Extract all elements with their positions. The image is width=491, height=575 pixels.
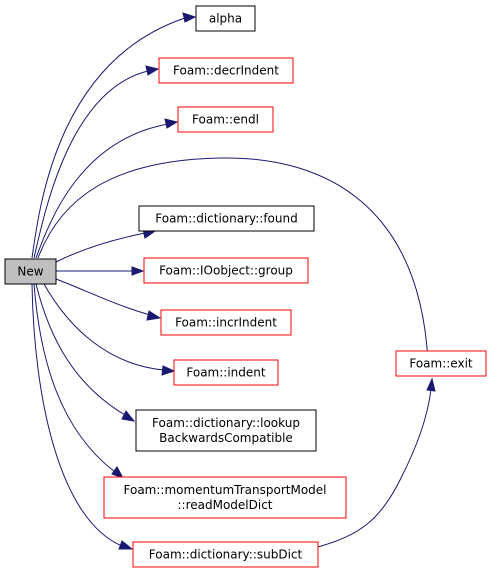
edge-new-to-decr-indent xyxy=(33,65,160,259)
node-decr-indent[interactable]: Foam::decrIndent xyxy=(158,57,294,84)
node-label-line-2: ::readModelDict xyxy=(177,498,272,512)
node-label-line-1: Foam::dictionary::lookup xyxy=(152,416,300,430)
edge-new-to-incr-indent xyxy=(55,278,162,321)
node-label: Foam::exit xyxy=(409,357,473,371)
node-label: New xyxy=(17,265,43,279)
edge-new-to-endl xyxy=(35,118,179,259)
node-label: Foam::dictionary::subDict xyxy=(149,548,303,562)
edge-new-to-alpha xyxy=(31,12,197,259)
node-incr-indent[interactable]: Foam::incrIndent xyxy=(160,309,292,336)
node-label: Foam::endl xyxy=(192,113,259,127)
edge-new-to-group xyxy=(56,266,145,276)
node-sub-dict[interactable]: Foam::dictionary::subDict xyxy=(132,541,319,568)
node-exit[interactable]: Foam::exit xyxy=(395,350,487,377)
edge-new-to-lookup xyxy=(35,283,136,422)
node-label: alpha xyxy=(209,12,242,26)
edge-new-to-read-model-dict xyxy=(33,283,125,479)
node-found[interactable]: Foam::dictionary::found xyxy=(138,205,315,232)
node-read-model-dict[interactable]: Foam::momentumTransportModel ::readModel… xyxy=(103,476,347,519)
node-label: Foam::indent xyxy=(186,366,265,380)
node-group[interactable]: Foam::IOobject::group xyxy=(143,257,309,284)
node-label: Foam::decrIndent xyxy=(173,64,279,78)
node-label-line-2: BackwardsCompatible xyxy=(159,431,293,445)
nodes: New alpha Foam::decrIndent Foam::endl Fo… xyxy=(4,5,487,568)
edge-new-to-indent xyxy=(43,283,176,376)
node-label-line-1: Foam::momentumTransportModel xyxy=(124,483,327,497)
node-label: Foam::IOobject::group xyxy=(159,264,293,278)
edge-new-to-found xyxy=(55,228,157,263)
edge-new-to-sub-dict xyxy=(31,283,134,550)
node-label: Foam::incrIndent xyxy=(175,316,277,330)
node-new[interactable]: New xyxy=(4,258,57,285)
node-lookup-backwards-compatible[interactable]: Foam::dictionary::lookup BackwardsCompat… xyxy=(135,409,317,452)
node-endl[interactable]: Foam::endl xyxy=(177,106,274,133)
edge-sub-dict-to-exit xyxy=(317,377,436,548)
node-indent[interactable]: Foam::indent xyxy=(173,359,279,386)
node-label: Foam::dictionary::found xyxy=(155,212,297,226)
node-alpha[interactable]: alpha xyxy=(195,5,256,32)
